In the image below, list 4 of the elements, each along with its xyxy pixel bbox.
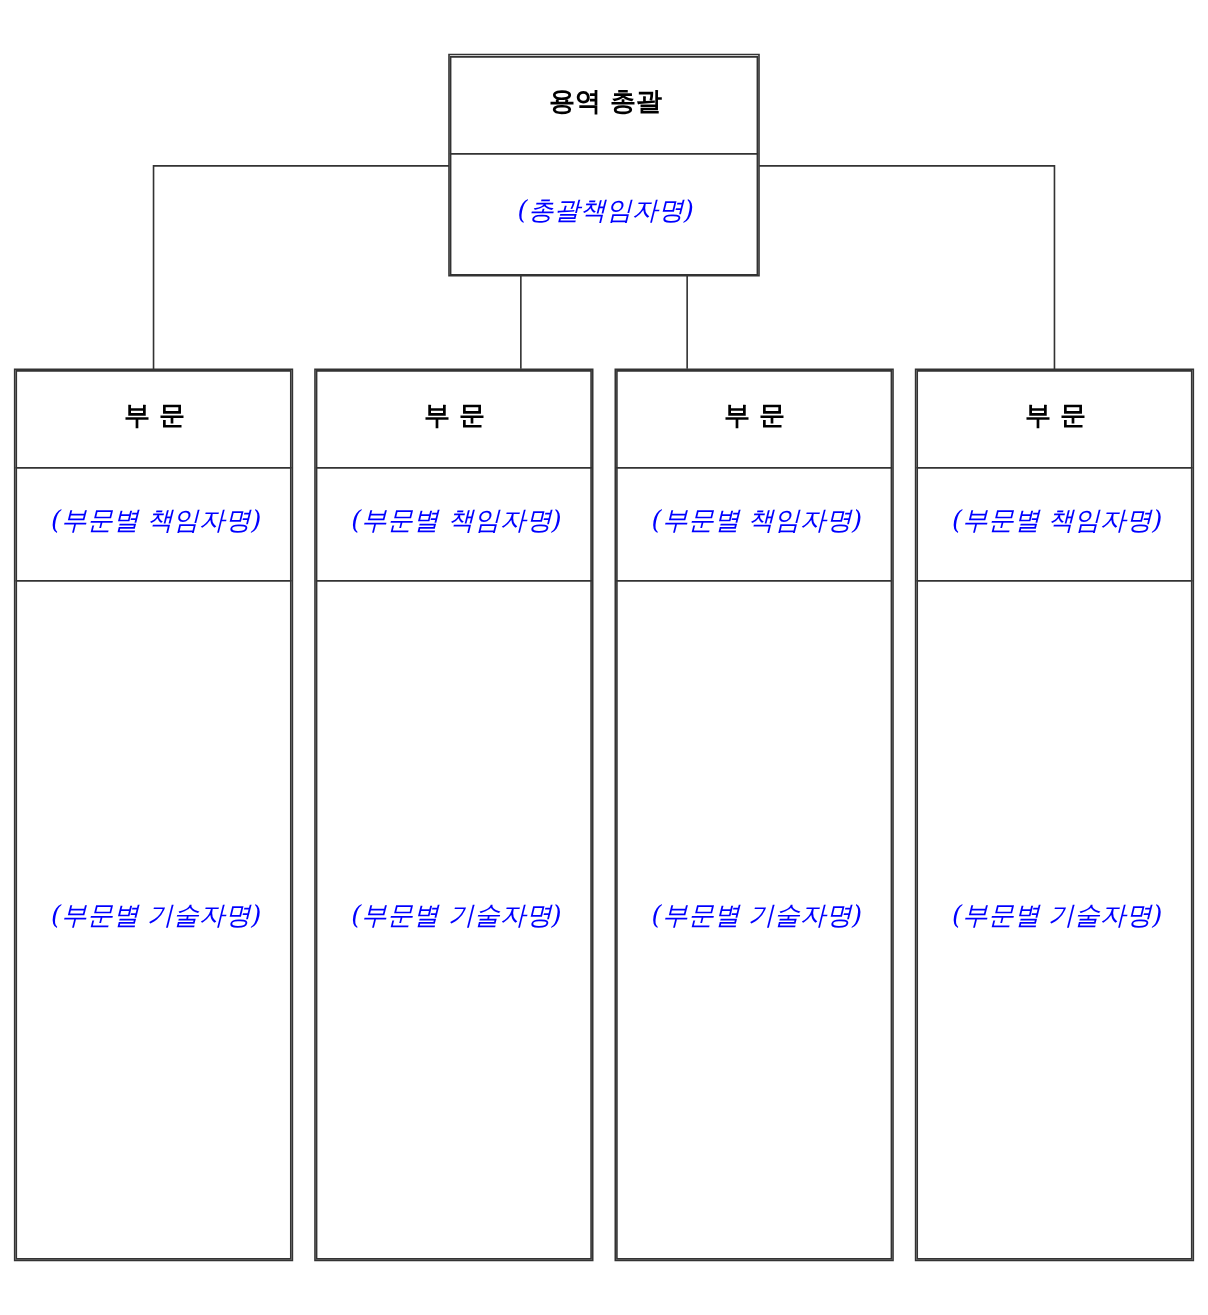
connector (520, 275, 522, 370)
connector (686, 275, 688, 370)
connector (152, 165, 450, 370)
connector (758, 165, 1056, 370)
